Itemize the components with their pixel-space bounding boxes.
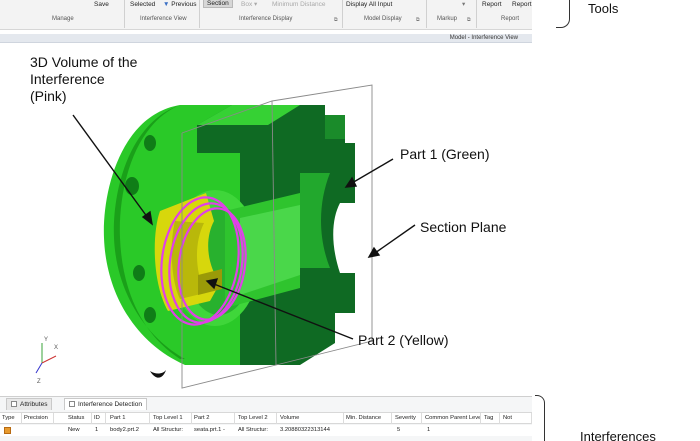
annotation-arrows	[72, 114, 416, 340]
column-header[interactable]: Common Parent Level	[423, 413, 481, 424]
group-manage: Manage	[52, 16, 74, 22]
table-cell-part1: body2.prt.2	[110, 427, 140, 433]
section-plane	[181, 84, 373, 389]
group-model-display: Model Display	[364, 16, 402, 22]
triad-y-label: Y	[44, 337, 48, 343]
table-cell-severity: 5	[397, 427, 401, 433]
annotation-volume-line1: 3D Volume of the	[30, 54, 138, 70]
table-cell-volume: 3.20880322313144	[280, 427, 330, 433]
column-header[interactable]: Part 2	[192, 413, 235, 424]
triad-z-label: Z	[37, 379, 41, 385]
annotation-part2: Part 2 (Yellow)	[358, 332, 449, 348]
separator	[476, 0, 477, 28]
group-report: Report	[501, 16, 520, 22]
part2-yellow	[154, 193, 222, 311]
table-header: Type Precision Status ID Part 1 Top Leve…	[0, 412, 532, 424]
view-title: Model - Interference View	[0, 34, 532, 43]
column-header[interactable]: Tag	[482, 413, 500, 424]
display-all-input-button[interactable]: Display All Input	[346, 1, 393, 8]
interference-detection-icon	[69, 401, 75, 407]
separator	[199, 0, 200, 28]
column-header[interactable]: Not	[501, 413, 532, 424]
markup-dropdown-icon[interactable]: ▾	[462, 1, 466, 8]
minimum-distance-button[interactable]: Minimum Distance	[272, 1, 326, 8]
interference-pink-volume	[160, 196, 247, 326]
annotation-volume: 3D Volume of the Interference (Pink)	[30, 54, 137, 105]
selected-button[interactable]: Selected	[130, 1, 156, 8]
table-cell-top-level-2: All Structur:	[238, 427, 268, 433]
group-markup: Markup	[437, 16, 458, 22]
group-interference-view: Interference View	[140, 16, 187, 22]
column-header[interactable]: Volume	[278, 413, 344, 424]
report-button[interactable]: Report	[482, 1, 502, 8]
previous-label: Previous	[171, 1, 197, 8]
interferences-bracket	[535, 395, 545, 441]
column-header[interactable]: Top Level 2	[236, 413, 277, 424]
annotation-volume-line3: (Pink)	[30, 88, 67, 104]
bottom-panel: Attributes Interference Detection Type P…	[0, 396, 532, 441]
column-header[interactable]: Type	[2, 413, 22, 424]
section-button[interactable]: Section	[203, 0, 233, 8]
column-header[interactable]: Precision	[22, 413, 54, 424]
previous-button[interactable]: ▼ Previous	[163, 0, 197, 9]
column-header[interactable]: ID	[92, 413, 106, 424]
previous-icon: ▼	[163, 1, 170, 8]
separator	[426, 0, 427, 28]
view-marker-icon	[150, 370, 166, 378]
column-header[interactable]: Status	[66, 413, 92, 424]
column-header[interactable]: Top Level 1	[151, 413, 192, 424]
annotation-volume-line2: Interference	[30, 71, 105, 87]
tab-attributes-label: Attributes	[20, 401, 48, 408]
attributes-icon	[11, 401, 17, 407]
ribbon: Save Selected ▼ Previous Section Box ▾ M…	[0, 0, 532, 30]
annotation-part1: Part 1 (Green)	[400, 146, 490, 162]
column-header[interactable]: Part 1	[108, 413, 150, 424]
dialog-launcher-icon[interactable]: ⧉	[334, 17, 338, 23]
model-viewport[interactable]: X Y Z 3D Volume of the Interference (Pin…	[0, 43, 532, 391]
table-cell-common-parent-level: 1	[427, 427, 431, 433]
save-button[interactable]: Save	[94, 1, 109, 8]
chevron-down-icon: ▾	[254, 1, 258, 8]
dialog-launcher-icon[interactable]: ⧉	[416, 17, 420, 23]
group-interference-display: Interference Display	[239, 16, 293, 22]
tab-attributes[interactable]: Attributes	[6, 398, 53, 410]
table-cell-id: 1	[95, 427, 99, 433]
separator	[342, 0, 343, 28]
table-cell-top-level-1: All Structur:	[153, 427, 183, 433]
column-header[interactable]: Severity	[393, 413, 422, 424]
table-cell-status: New	[68, 427, 80, 433]
dialog-launcher-icon[interactable]: ⧉	[467, 17, 471, 23]
table-cell-part2: seata.prt.1 -	[194, 427, 225, 433]
interferences-label: Interferences	[580, 429, 656, 441]
box-label: Box	[241, 1, 253, 8]
tab-interference-detection[interactable]: Interference Detection	[64, 398, 147, 410]
axis-triad: X Y Z	[35, 337, 58, 385]
separator	[124, 0, 125, 28]
triad-x-label: X	[54, 345, 58, 351]
report-button-2[interactable]: Report	[512, 1, 532, 8]
tab-interference-detection-label: Interference Detection	[78, 401, 142, 408]
box-button[interactable]: Box ▾	[241, 0, 257, 9]
tools-bracket	[556, 0, 570, 28]
tools-label: Tools	[588, 1, 619, 16]
column-header[interactable]: Min. Distance	[344, 413, 392, 424]
interference-type-icon	[4, 427, 11, 434]
table-row[interactable]: New 1 body2.prt.2 All Structur: seata.pr…	[0, 425, 532, 436]
model-scene: X Y Z	[35, 84, 416, 389]
annotation-section-plane: Section Plane	[420, 219, 507, 235]
